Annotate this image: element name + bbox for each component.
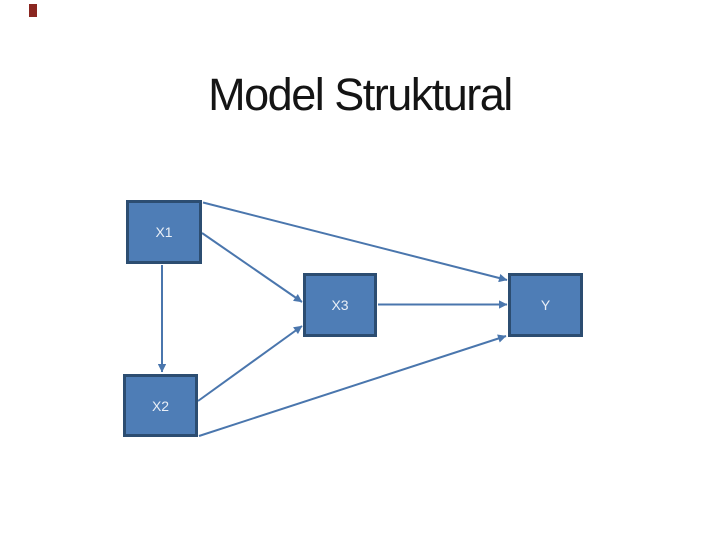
node-x3: X3 (303, 273, 377, 337)
slide-title: Model Struktural (208, 69, 513, 121)
node-x2: X2 (123, 374, 198, 437)
edge-X1-to-Y (202, 201, 508, 283)
edge-X2-to-Y (198, 334, 507, 437)
red-corner-mark (29, 4, 37, 17)
edge-X2-to-X3 (197, 325, 303, 402)
node-x1: X1 (126, 200, 202, 264)
node-y: Y (508, 273, 583, 337)
node-label-y: Y (540, 297, 551, 313)
edge-X1-to-X3 (201, 232, 303, 303)
node-label-x1: X1 (155, 224, 173, 240)
node-label-x2: X2 (151, 397, 170, 414)
node-label-x3: X3 (331, 297, 349, 313)
